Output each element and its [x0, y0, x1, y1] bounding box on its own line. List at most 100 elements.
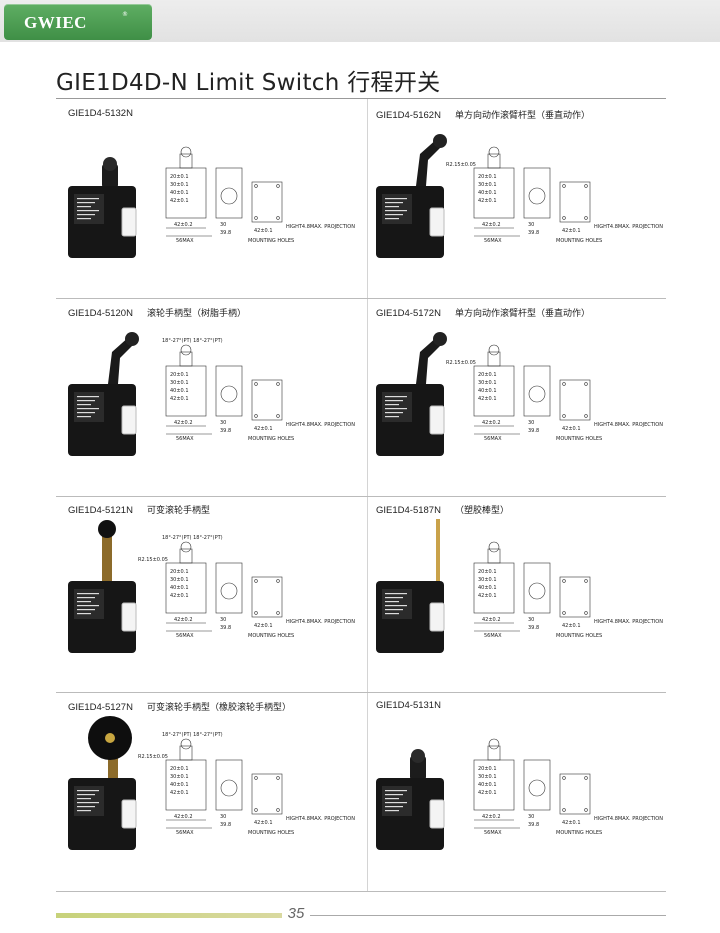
dim-label: 39.8	[220, 428, 231, 434]
row-divider	[56, 692, 666, 693]
mounting-hole-icon	[562, 414, 566, 418]
dim-label: 20±0.1	[170, 766, 189, 772]
footer-accent-bar	[56, 913, 282, 918]
actuator-outline	[179, 351, 193, 367]
dim-label: 42±0.1	[254, 228, 273, 234]
mounting-hole-icon	[276, 776, 280, 780]
mounting-view	[559, 576, 591, 618]
dim-label: HIGHT4.8MAX. PROJECTION	[594, 816, 663, 822]
dim-label: 40±0.1	[170, 585, 189, 591]
dim-label: 30±0.1	[478, 774, 497, 780]
gland-outline	[528, 779, 546, 797]
mounting-hole-icon	[562, 382, 566, 386]
cable-gland	[121, 405, 137, 435]
mounting-view	[251, 181, 283, 223]
dim-label: MOUNTING HOLES	[248, 830, 294, 836]
nameplate-line	[385, 412, 403, 414]
dimension-drawing	[165, 344, 283, 435]
nameplate-line	[385, 802, 407, 804]
dim-label: 42±0.1	[170, 593, 189, 599]
dimension-labels: 20±0.130±0.140±0.142±0.142±0.256MAX3039.…	[478, 569, 663, 639]
gland-outline	[528, 385, 546, 403]
nameplate-line	[77, 794, 95, 796]
roller-outline	[180, 344, 192, 356]
nameplate-line	[385, 202, 403, 204]
side-view	[215, 365, 243, 417]
dim-label: 40±0.1	[478, 190, 497, 196]
nameplate-line	[77, 396, 99, 398]
product-code: GIE1D4-5132N	[68, 108, 133, 119]
nameplate-line	[77, 400, 95, 402]
logo-text: GWIEC	[24, 13, 87, 32]
mounting-view	[559, 773, 591, 815]
nameplate-line	[385, 206, 399, 208]
nameplate-line	[77, 605, 99, 607]
nameplate-line	[77, 806, 95, 808]
nameplate-line	[385, 396, 407, 398]
dim-label: HIGHT4.8MAX. PROJECTION	[286, 224, 355, 230]
dim-label: 30	[220, 814, 226, 820]
nameplate-line	[385, 210, 407, 212]
dim-label: 42±0.2	[174, 617, 193, 623]
dim-label: 40±0.1	[170, 190, 189, 196]
product-figure: 20±0.130±0.140±0.142±0.142±0.256MAX3039.…	[376, 519, 663, 653]
actuator-outline	[179, 153, 193, 169]
dim-label: 42±0.2	[482, 222, 501, 228]
roller-outline	[488, 146, 500, 158]
product-figure: 20±0.130±0.140±0.142±0.142±0.256MAX3039.…	[68, 520, 355, 653]
dim-label: 20±0.1	[170, 372, 189, 378]
nameplate-line	[385, 605, 407, 607]
mounting-hole-icon	[562, 216, 566, 220]
nameplate-line	[77, 210, 99, 212]
nameplate-line	[77, 601, 91, 603]
dim-label: 30±0.1	[170, 774, 189, 780]
dim-label: 42±0.1	[562, 426, 581, 432]
nameplate-line	[77, 206, 91, 208]
mounting-hole-icon	[254, 414, 258, 418]
dim-label: MOUNTING HOLES	[556, 238, 602, 244]
gland-outline	[220, 187, 238, 205]
dimension-drawing	[165, 541, 283, 632]
dim-label: MOUNTING HOLES	[248, 436, 294, 442]
nameplate-line	[77, 214, 95, 216]
dimension-drawing	[473, 541, 591, 632]
dimension-labels: 20±0.130±0.140±0.142±0.142±0.256MAX3039.…	[446, 162, 663, 244]
dim-label: 40±0.1	[478, 585, 497, 591]
mounting-hole-icon	[584, 184, 588, 188]
dim-label: 42±0.1	[478, 790, 497, 796]
mounting-hole-icon	[584, 776, 588, 780]
cable-gland	[121, 799, 137, 829]
dim-label: 40±0.1	[478, 388, 497, 394]
dim-label: 42±0.1	[478, 198, 497, 204]
dim-label: 20±0.1	[478, 569, 497, 575]
dim-label: 42±0.1	[254, 426, 273, 432]
side-view	[215, 759, 243, 811]
mounting-hole-icon	[562, 579, 566, 583]
side-view	[523, 365, 551, 417]
side-view	[215, 167, 243, 219]
dim-label: 42±0.2	[482, 814, 501, 820]
nameplate-line	[385, 601, 399, 603]
gland-outline	[220, 582, 238, 600]
dim-label: 56MAX	[484, 830, 502, 836]
dim-label: 30	[220, 617, 226, 623]
roller-outline	[488, 344, 500, 356]
radius-label: R2.15±0.05	[138, 557, 168, 563]
dim-label: 42±0.1	[478, 593, 497, 599]
mounting-hole-icon	[562, 184, 566, 188]
dim-label: 39.8	[528, 625, 539, 631]
dim-label: MOUNTING HOLES	[556, 436, 602, 442]
actuator-outline	[179, 745, 193, 761]
dim-label: 30±0.1	[478, 182, 497, 188]
nameplate-line	[385, 593, 407, 595]
dim-label: 56MAX	[484, 633, 502, 639]
dim-label: 30	[528, 617, 534, 623]
registered-mark: ®	[122, 11, 128, 18]
actuator-outline	[487, 745, 501, 761]
cable-gland	[121, 602, 137, 632]
dimension-labels: 20±0.130±0.140±0.142±0.142±0.256MAX3039.…	[446, 360, 663, 442]
mounting-hole-icon	[276, 216, 280, 220]
actuator-head	[102, 164, 118, 188]
